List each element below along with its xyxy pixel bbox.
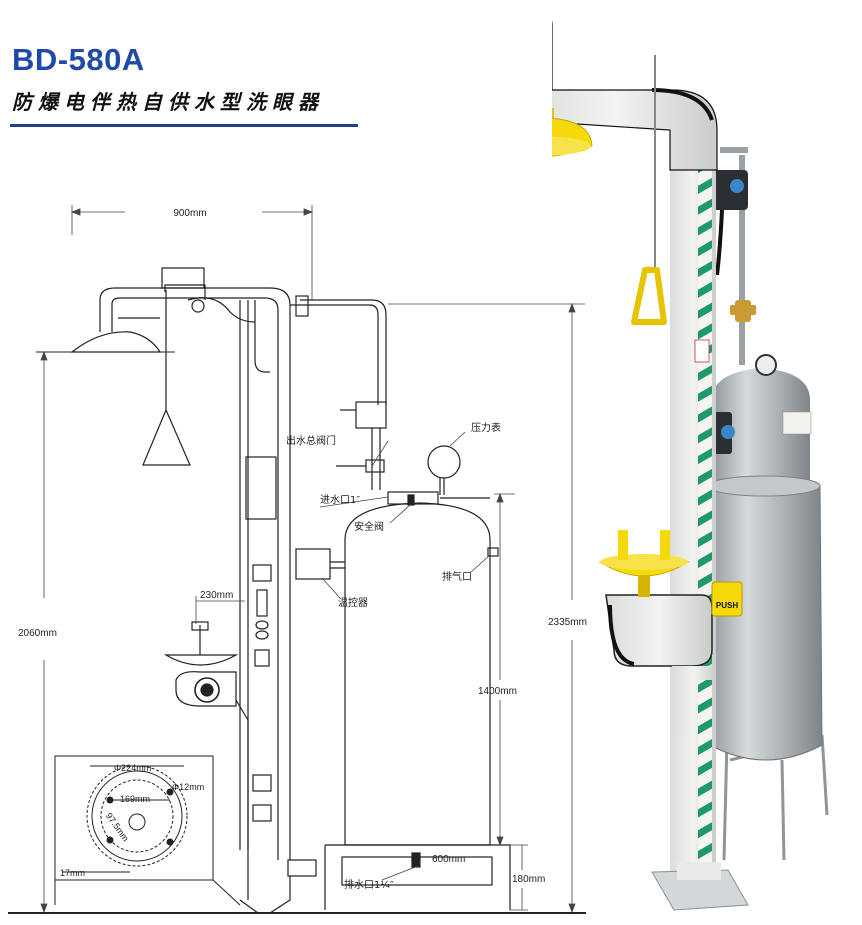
label-inlet: 进水口1″ — [320, 494, 360, 506]
model-number: BD-580A — [12, 42, 145, 77]
thermostat-box — [295, 548, 331, 580]
label-thermostat: 温控器 — [338, 596, 368, 609]
label-safety-valve: 安全阀 — [354, 520, 384, 533]
tank-outline — [344, 502, 491, 846]
pull-handle — [142, 408, 191, 466]
title-underline — [10, 124, 358, 127]
pressure-gauge-outline — [427, 445, 461, 479]
label-vent: 排气口 — [442, 570, 472, 583]
dim-bolt-circle: 169mm — [120, 794, 150, 804]
label-main-outlet-valve: 出水总阀门 — [286, 434, 336, 447]
product-title: 防爆电伴热自供水型洗眼器 — [12, 90, 324, 114]
photo-tank — [702, 354, 823, 761]
eyewash-bowl-outline — [163, 654, 239, 666]
dim-height-tank-side: 2335mm — [548, 617, 587, 628]
photo-top-arm — [552, 20, 718, 171]
photo-eyewash: PUSH — [598, 530, 743, 667]
dim-height-total: 2060mm — [18, 628, 57, 639]
dim-plate-dia: Φ224mm — [114, 763, 151, 773]
push-label: PUSH — [716, 601, 738, 610]
product-photo: PUSH — [552, 20, 829, 911]
label-pressure-gauge: 压力表 — [471, 421, 501, 434]
base-plate-detail — [54, 755, 241, 906]
photo-pull-handle — [631, 267, 667, 325]
dim-height-tank: 1400mm — [478, 686, 517, 697]
dim-width-top: 900mm — [173, 208, 206, 219]
dim-hole-dia: Φ12mm — [172, 782, 204, 792]
shower-head-outline — [70, 331, 162, 353]
photo-shower-head — [552, 108, 593, 157]
label-drain: 排水口1¼″ — [344, 878, 394, 891]
dim-base-width: 600mm — [432, 854, 465, 865]
dim-bowl-offset: 230mm — [200, 590, 233, 601]
dim-base-height: 180mm — [512, 874, 545, 885]
dim-edge-offset: 17mm — [60, 868, 85, 878]
technical-drawing: 900mm 2060mm 2335mm 1400mm 230mm 600mm 1… — [8, 205, 587, 914]
